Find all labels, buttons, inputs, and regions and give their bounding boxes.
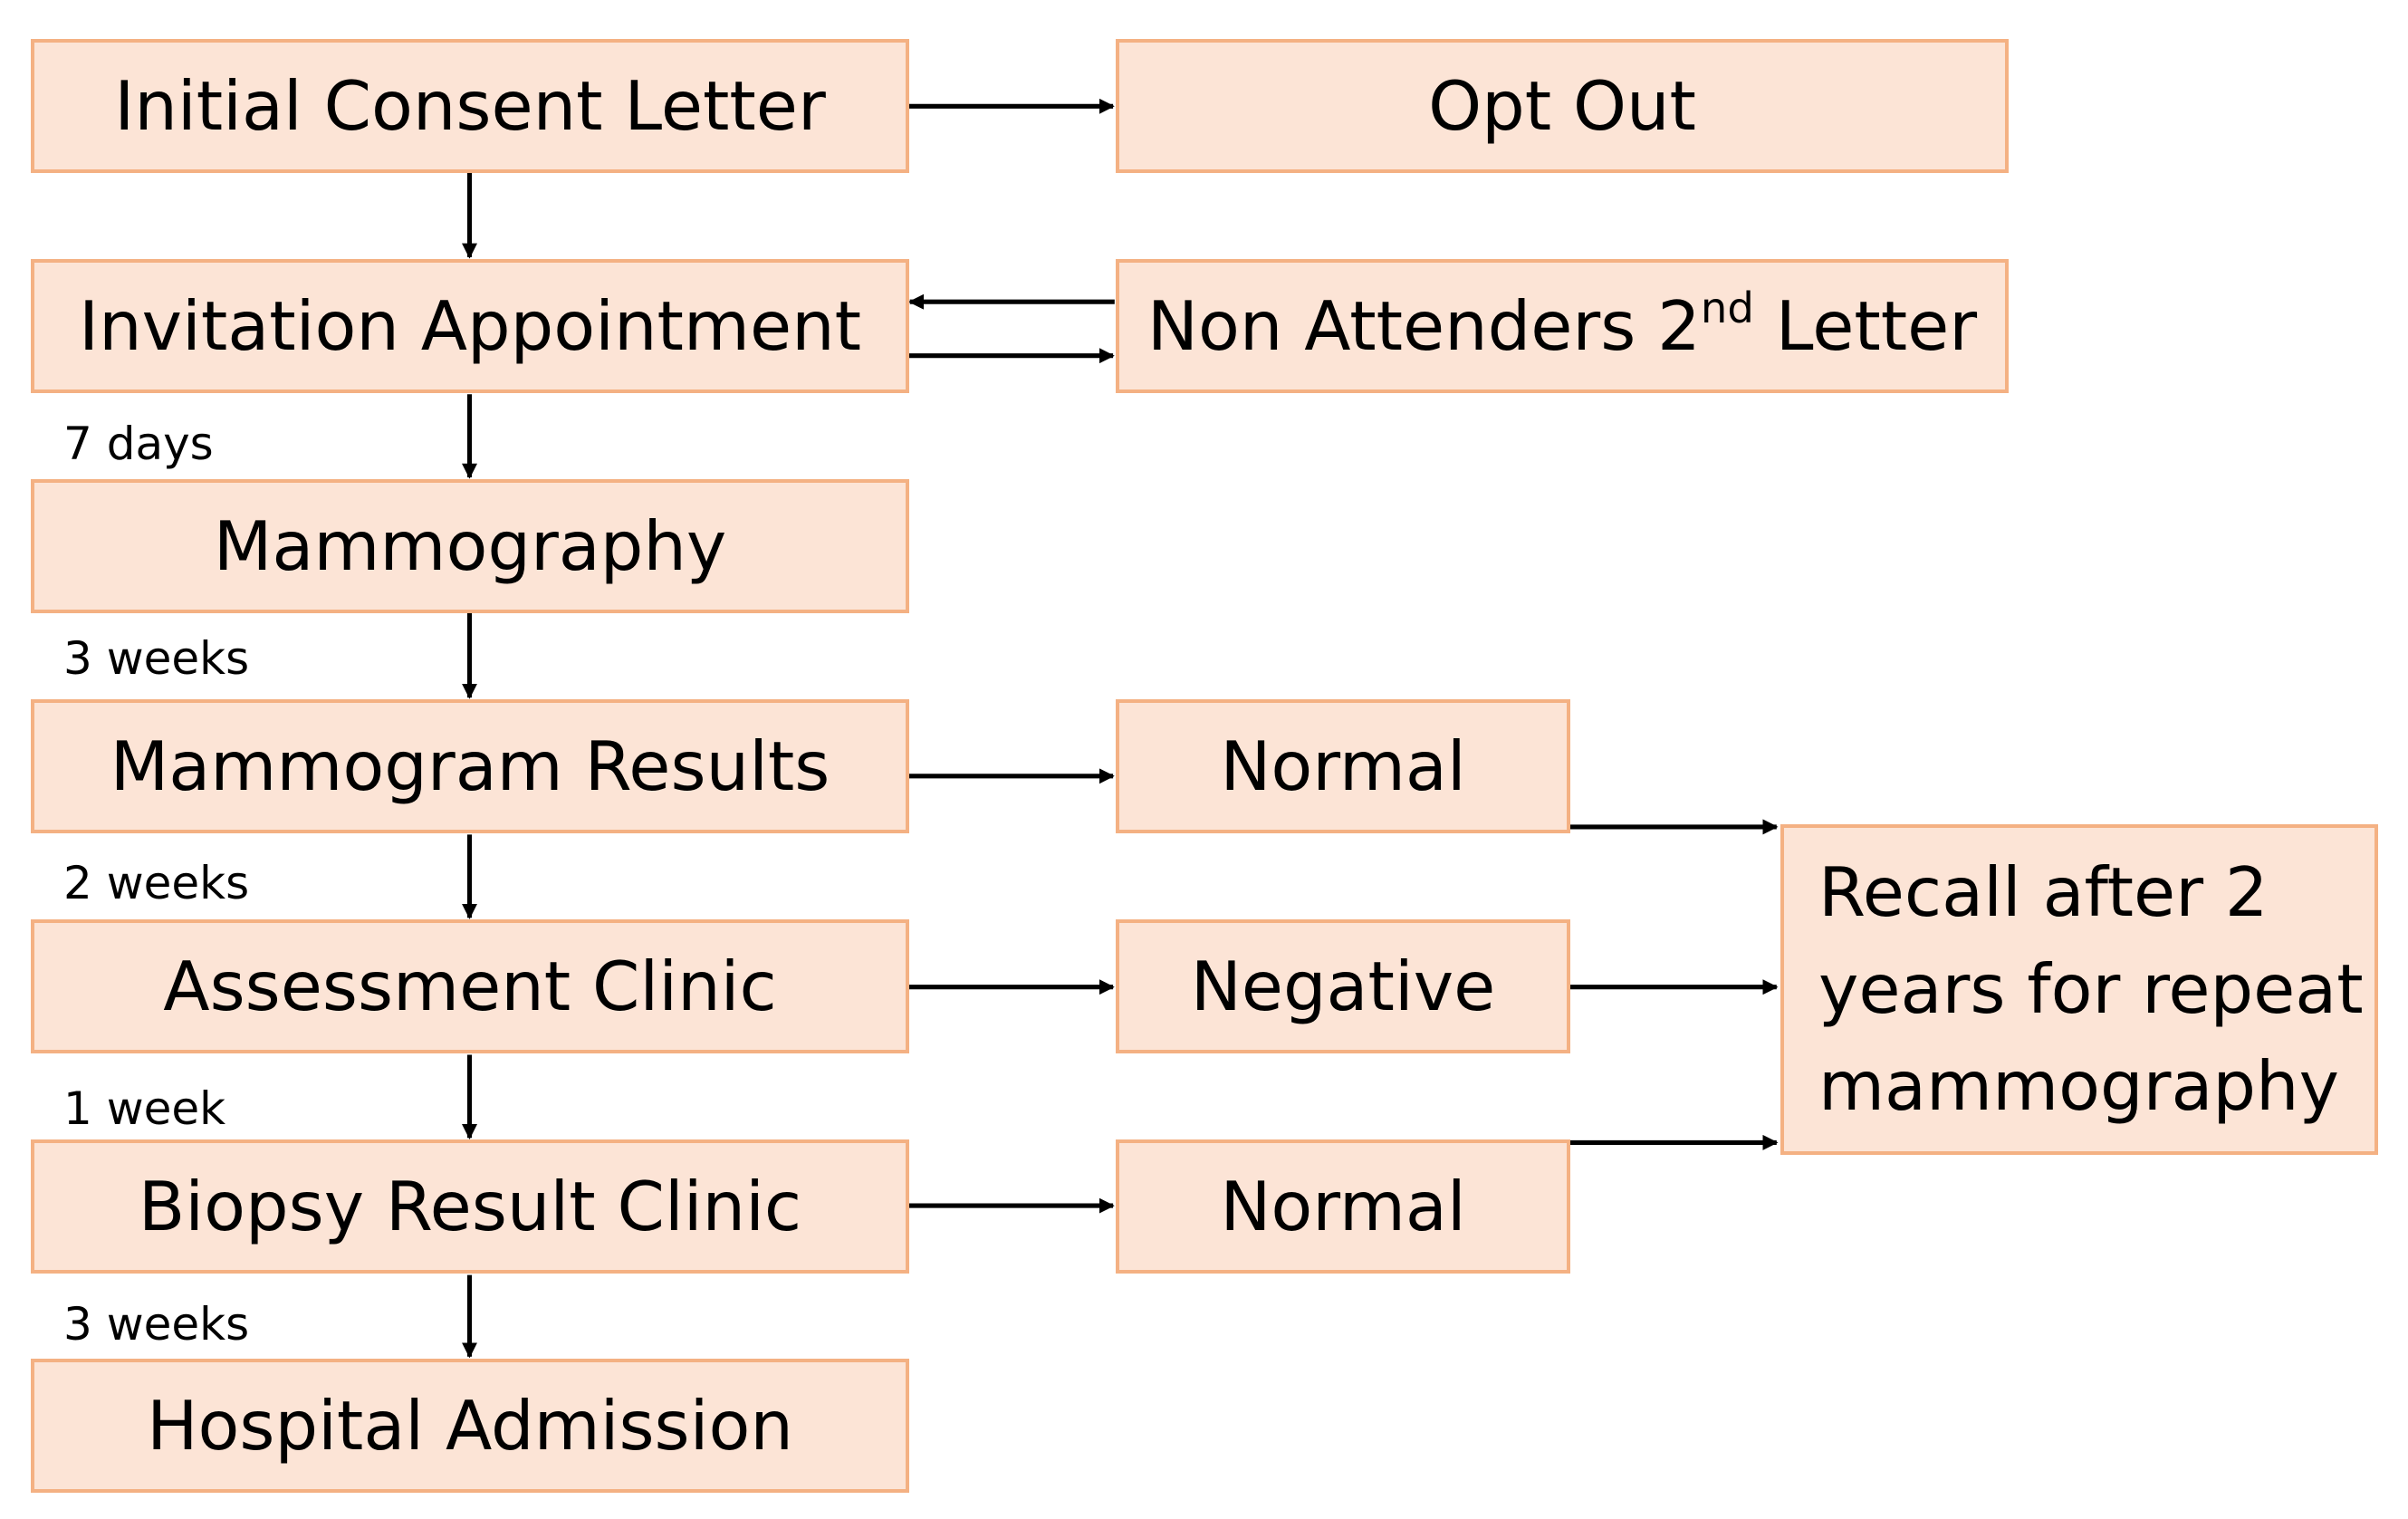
recall-line-3: mammography: [1818, 1046, 2339, 1126]
assessment-clinic-box: Assessment Clinic: [31, 919, 909, 1053]
recall-text: Recall after 2 years for repeat mammogra…: [1818, 844, 2364, 1135]
interval-label-3-weeks-1: 3 weeks: [63, 632, 250, 685]
recall-box: Recall after 2 years for repeat mammogra…: [1780, 824, 2378, 1155]
interval-label-2-weeks: 2 weeks: [63, 857, 250, 909]
initial-consent-letter-box: Initial Consent Letter: [31, 39, 909, 173]
normal-biopsy-box: Normal: [1116, 1139, 1570, 1274]
normal-result-label: Normal: [1220, 726, 1466, 806]
normal-result-box: Normal: [1116, 699, 1570, 833]
invitation-appointment-label: Invitation Appointment: [78, 286, 862, 366]
interval-label-3-weeks-2: 3 weeks: [63, 1298, 250, 1351]
non-attenders-prefix: Non Attenders 2: [1146, 286, 1701, 366]
mammography-label: Mammography: [213, 506, 727, 586]
recall-line-2: years for repeat: [1818, 949, 2364, 1029]
normal-biopsy-label: Normal: [1220, 1167, 1466, 1246]
initial-consent-letter-label: Initial Consent Letter: [114, 66, 826, 146]
non-attenders-letter-box: Non Attenders 2nd Letter: [1116, 259, 2009, 393]
hospital-admission-label: Hospital Admission: [147, 1386, 793, 1466]
mammography-box: Mammography: [31, 479, 909, 613]
non-attenders-suffix: Letter: [1753, 286, 1978, 366]
non-attenders-superscript: nd: [1700, 283, 1754, 332]
negative-result-box: Negative: [1116, 919, 1570, 1053]
biopsy-result-clinic-label: Biopsy Result Clinic: [138, 1167, 802, 1246]
opt-out-label: Opt Out: [1428, 66, 1696, 146]
non-attenders-letter-label: Non Attenders 2nd Letter: [1147, 286, 1977, 366]
negative-result-label: Negative: [1190, 947, 1496, 1026]
biopsy-result-clinic-box: Biopsy Result Clinic: [31, 1139, 909, 1274]
mammogram-results-box: Mammogram Results: [31, 699, 909, 833]
hospital-admission-box: Hospital Admission: [31, 1359, 909, 1493]
interval-label-1-week: 1 week: [63, 1082, 226, 1135]
invitation-appointment-box: Invitation Appointment: [31, 259, 909, 393]
assessment-clinic-label: Assessment Clinic: [163, 947, 777, 1026]
mammogram-results-label: Mammogram Results: [110, 726, 830, 806]
recall-line-1: Recall after 2: [1818, 852, 2269, 932]
opt-out-box: Opt Out: [1116, 39, 2009, 173]
interval-label-7-days: 7 days: [63, 418, 214, 470]
